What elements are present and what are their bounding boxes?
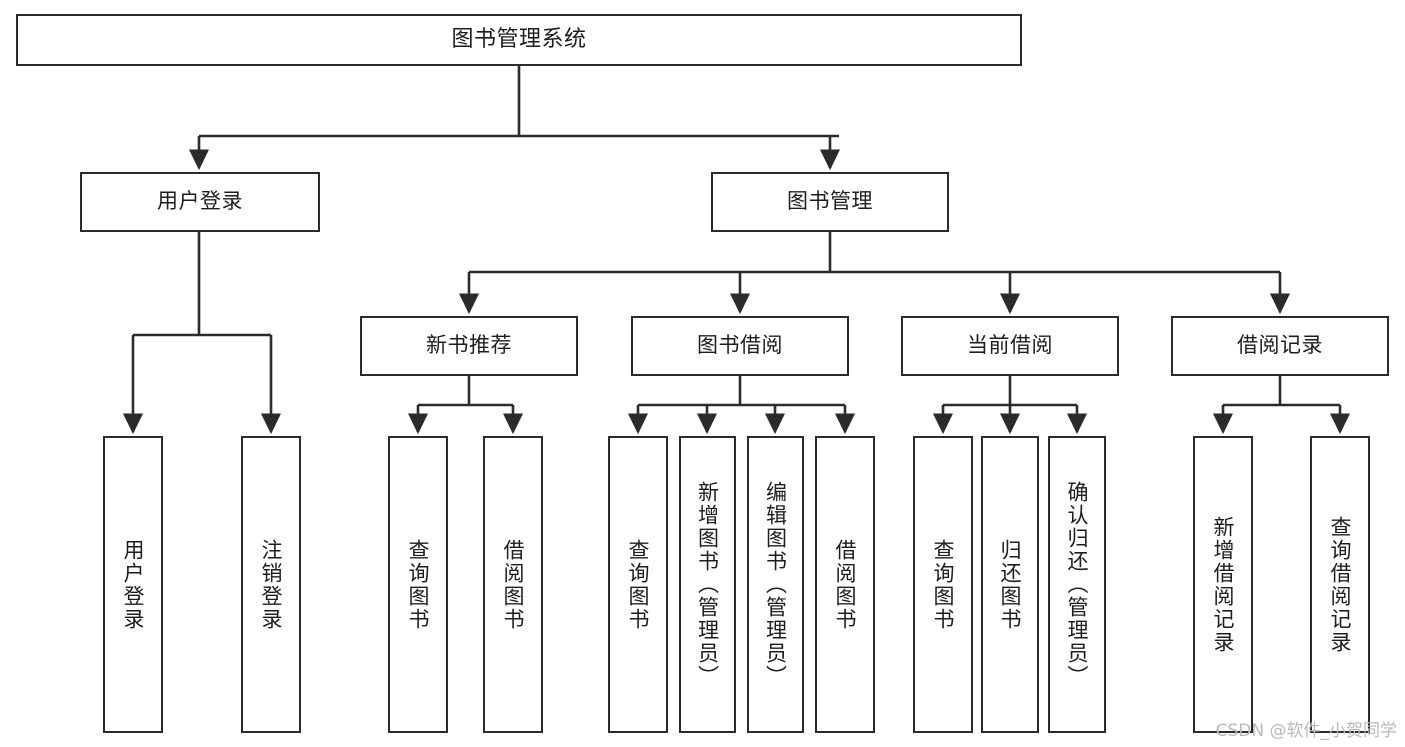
node-label: 确认归还（管理员） [1065,481,1090,688]
leaf-current-borrow-query[interactable]: 查询图书 [913,436,973,733]
node-label: 注销登录 [259,538,284,631]
node-label: 编辑图书（管理员） [763,481,788,688]
node-label: 查询图书 [626,538,651,631]
leaf-current-borrow-return[interactable]: 归还图书 [981,436,1039,733]
node-label: 新增图书（管理员） [695,481,720,688]
leaf-book-borrow-add[interactable]: 新增图书（管理员） [679,436,736,733]
leaf-new-book-borrow[interactable]: 借阅图书 [483,436,543,733]
node-label: 查询图书 [406,538,431,631]
node-new-book-recommend[interactable]: 新书推荐 [360,316,578,376]
node-label: 查询图书 [931,538,956,631]
leaf-borrow-record-add[interactable]: 新增借阅记录 [1193,436,1253,733]
node-user-login[interactable]: 用户登录 [80,172,320,232]
node-label: 图书管理 [787,189,873,214]
node-label: 归还图书 [998,538,1023,631]
leaf-borrow-record-query[interactable]: 查询借阅记录 [1310,436,1370,733]
leaf-user-login-login[interactable]: 用户登录 [103,436,163,733]
node-label: 图书管理系统 [451,26,587,52]
node-label: 借阅图书 [833,538,858,631]
node-label: 查询借阅记录 [1328,515,1353,654]
leaf-current-borrow-confirm-return[interactable]: 确认归还（管理员） [1048,436,1106,733]
node-label: 图书借阅 [697,333,783,358]
leaf-book-borrow-query[interactable]: 查询图书 [608,436,668,733]
node-label: 用户登录 [157,189,243,214]
node-borrow-record[interactable]: 借阅记录 [1171,316,1389,376]
node-root-system[interactable]: 图书管理系统 [16,14,1022,66]
node-label: 新增借阅记录 [1211,515,1236,654]
node-book-management[interactable]: 图书管理 [711,172,949,232]
node-label: 当前借阅 [967,333,1053,358]
node-label: 借阅图书 [501,538,526,631]
node-label: 新书推荐 [426,333,512,358]
node-current-borrow[interactable]: 当前借阅 [901,316,1119,376]
leaf-book-borrow-borrow[interactable]: 借阅图书 [815,436,875,733]
node-label: 用户登录 [121,538,146,631]
leaf-user-login-logout[interactable]: 注销登录 [241,436,301,733]
leaf-new-book-query[interactable]: 查询图书 [388,436,448,733]
csdn-watermark: CSDN @软件_小贺同学 [1215,721,1397,741]
node-label: 借阅记录 [1237,333,1323,358]
leaf-book-borrow-edit[interactable]: 编辑图书（管理员） [747,436,804,733]
node-book-borrow[interactable]: 图书借阅 [631,316,849,376]
